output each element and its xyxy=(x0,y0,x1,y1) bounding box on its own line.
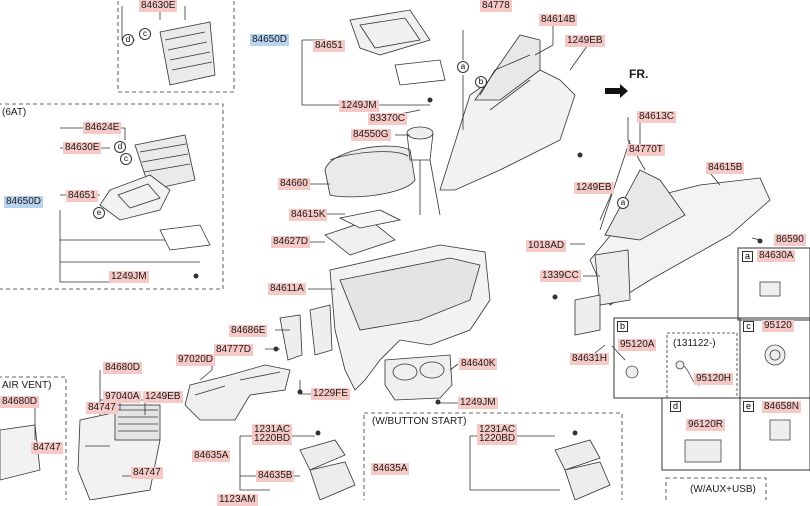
cell-tag-b: b xyxy=(617,321,628,332)
callout-d: d xyxy=(114,141,126,153)
part-label: 84747 xyxy=(131,467,163,479)
part-label: 84651 xyxy=(66,190,98,202)
part-label: 1220BD xyxy=(477,433,518,445)
section-label: AIR VENT) xyxy=(2,380,52,391)
part-label: 84630E xyxy=(139,0,178,12)
inset-box-button-start xyxy=(363,412,623,500)
part-label: 84747 xyxy=(86,402,118,414)
section-label: (6AT) xyxy=(2,107,27,118)
part-label: 95120A xyxy=(618,339,657,351)
part-label: 1249JM xyxy=(458,397,498,409)
front-label: FR. xyxy=(629,67,649,81)
section-label: (W/AUX+USB) xyxy=(690,484,756,495)
callout-a: a xyxy=(457,61,469,73)
armrest xyxy=(324,145,416,198)
part-label: 84550G xyxy=(351,129,391,141)
part-label: 84624E xyxy=(83,122,122,134)
part-label: 84680D xyxy=(0,396,40,408)
part-label: 84615K xyxy=(289,209,328,221)
part-label: 84747 xyxy=(31,442,63,454)
callout-a: a xyxy=(617,197,629,209)
cell-tag-d: d xyxy=(670,401,681,412)
part-label: 84777D xyxy=(214,344,254,356)
part-label: 96120R xyxy=(686,419,726,431)
callout-e: e xyxy=(93,207,105,219)
part-label: 1123AM xyxy=(217,494,258,506)
section-label: (W/BUTTON START) xyxy=(372,416,467,427)
part-label: 84650D xyxy=(250,34,290,46)
part-label: 1229FE xyxy=(311,388,351,400)
part-label: 84630E xyxy=(63,142,102,154)
part-label: 95120H xyxy=(694,373,734,385)
part-label: 84631H xyxy=(570,353,610,365)
part-label: 1249EB xyxy=(574,182,614,194)
part-label: 84640K xyxy=(459,358,498,370)
part-label: 97020D xyxy=(176,354,216,366)
part-label: 1339CC xyxy=(540,270,581,282)
part-label: 1249EB xyxy=(143,391,183,403)
part-label: 1249JM xyxy=(339,100,379,112)
part-label: 84660 xyxy=(278,178,310,190)
part-label: 84778 xyxy=(480,0,512,12)
front-arrow xyxy=(605,84,628,98)
part-label: 84650D xyxy=(4,196,44,208)
part-label: 83370C xyxy=(368,113,408,125)
part-label: 84615B xyxy=(706,162,745,174)
part-label: 1018AD xyxy=(526,240,567,252)
part-label: 84680D xyxy=(103,362,143,374)
inset-box-airvent xyxy=(0,376,67,500)
part-label: 1220BD xyxy=(252,433,293,445)
part-label: 84627D xyxy=(271,236,311,248)
callout-c: c xyxy=(139,28,151,40)
part-label: 86590 xyxy=(774,234,806,246)
inset-box-aux-usb xyxy=(665,477,767,500)
inset-box-top xyxy=(117,0,235,93)
part-label: 84614B xyxy=(539,14,578,26)
section-label: (131122-) xyxy=(673,338,716,349)
part-label: 84770T xyxy=(627,144,665,156)
part-label: 84611A xyxy=(268,283,306,295)
cell-tag-a: a xyxy=(742,251,753,262)
inset-box-6at xyxy=(0,103,224,290)
part-label: 84651 xyxy=(313,40,345,52)
part-label: 95120 xyxy=(762,320,794,332)
part-label: 84635A xyxy=(192,450,231,462)
cell-tag-e: e xyxy=(743,401,754,412)
part-label: 97040A xyxy=(103,391,142,403)
callout-d: d xyxy=(122,34,134,46)
part-label: 84635A xyxy=(371,463,410,475)
part-label: 84686E xyxy=(229,325,268,337)
callout-b: b xyxy=(475,76,487,88)
part-label: 84630A xyxy=(757,250,796,262)
part-label: 84635B xyxy=(256,470,295,482)
part-label: 84613C xyxy=(637,111,677,123)
part-label: 1249JM xyxy=(109,271,149,283)
callout-c: c xyxy=(120,153,132,165)
part-label: 84658N xyxy=(762,401,802,413)
part-label: 1249EB xyxy=(565,35,605,47)
cell-tag-c: c xyxy=(743,321,754,332)
